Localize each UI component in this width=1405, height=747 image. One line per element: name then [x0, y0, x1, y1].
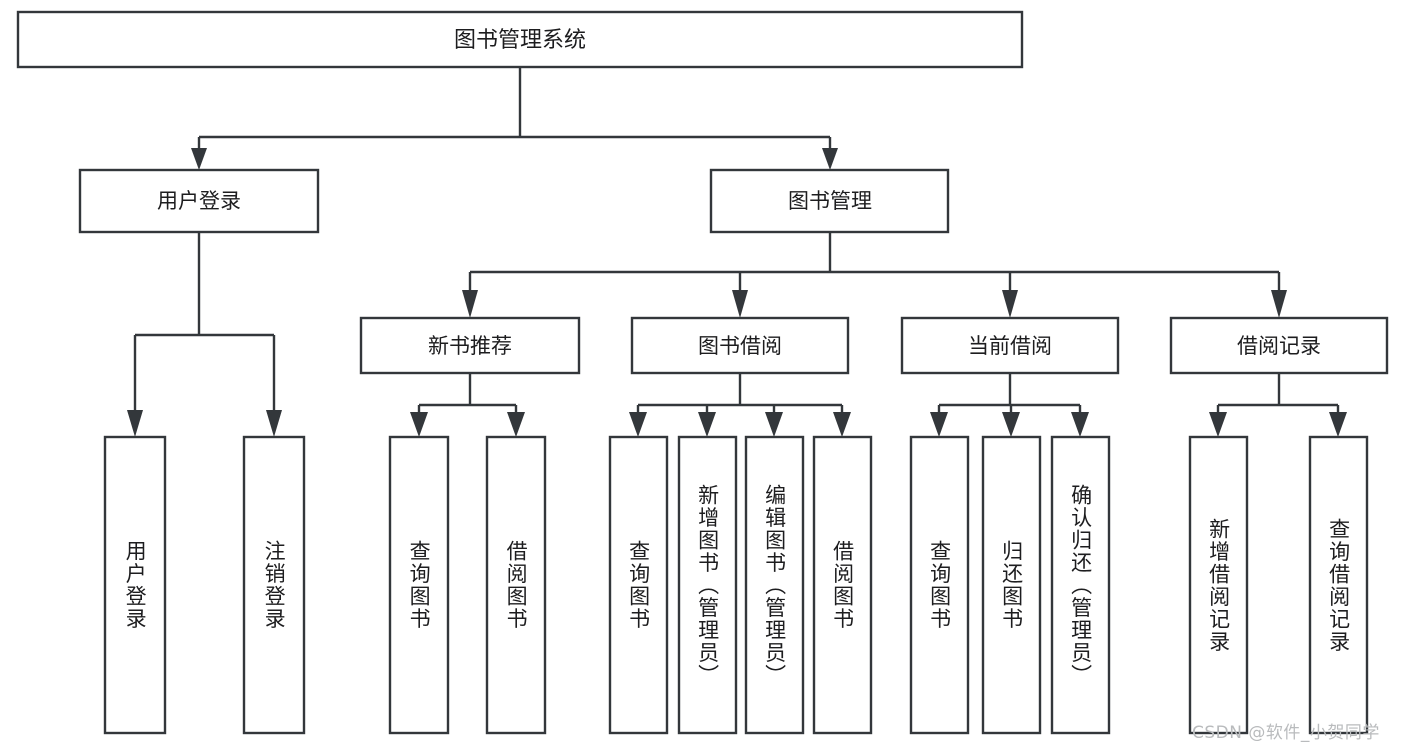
- node-user-login-box[interactable]: [78, 168, 320, 234]
- arrow-head-leaf-edit-book: [765, 412, 783, 437]
- node-book-management-label: 图书管理: [788, 189, 872, 213]
- node-current-borrow-label: 当前借阅: [968, 334, 1052, 358]
- node-root-label: 图书管理系统: [454, 28, 586, 53]
- arrow-head-leaf-query-book-2: [629, 412, 647, 437]
- arrow-head-new-book-rec: [462, 290, 478, 318]
- leaf-box-query-book-2[interactable]: [608, 435, 669, 735]
- leaf-box-add-book[interactable]: [677, 435, 738, 735]
- leaf-box-logout[interactable]: [242, 435, 306, 735]
- node-root-box[interactable]: [16, 10, 1024, 69]
- node-root[interactable]: 图书管理系统: [16, 10, 1024, 69]
- arrow-head-leaf-confirm-return: [1071, 412, 1089, 437]
- leaf-box-confirm-return[interactable]: [1050, 435, 1111, 735]
- node-book-borrow-box[interactable]: [630, 316, 850, 375]
- arrow-head-book-borrow: [732, 290, 748, 318]
- connector-layer: [127, 67, 1347, 437]
- leaf-box-query-book-3[interactable]: [909, 435, 970, 735]
- arrow-head-leaf-borrow-book-2: [833, 412, 851, 437]
- node-borrow-record[interactable]: 借阅记录: [1169, 316, 1389, 375]
- arrow-head-book-mgmt: [822, 148, 838, 170]
- node-book-management-box[interactable]: [709, 168, 950, 234]
- arrow-head-leaf-add-borrow-record: [1209, 412, 1227, 437]
- node-new-book-recommend[interactable]: 新书推荐: [359, 316, 581, 375]
- leaf-box-edit-book[interactable]: [744, 435, 805, 735]
- node-book-borrow-label: 图书借阅: [698, 334, 782, 358]
- node-user-login-label: 用户登录: [157, 189, 241, 213]
- leaf-box-query-borrow-record[interactable]: [1308, 435, 1369, 735]
- leaf-box-borrow-book-1[interactable]: [485, 435, 547, 735]
- node-book-borrow[interactable]: 图书借阅: [630, 316, 850, 375]
- arrow-head-leaf-logout: [266, 410, 282, 437]
- csdn-watermark: CSDN @软件_小贺同学: [1192, 723, 1380, 743]
- arrow-head-leaf-query-borrow-record: [1329, 412, 1347, 437]
- node-new-book-recommend-box[interactable]: [359, 316, 581, 375]
- arrow-head-borrow-record: [1271, 290, 1287, 318]
- node-user-login[interactable]: 用户登录: [78, 168, 320, 234]
- arrow-head-leaf-add-book: [698, 412, 716, 437]
- node-borrow-record-label: 借阅记录: [1237, 334, 1321, 358]
- leaf-box-return-book[interactable]: [981, 435, 1042, 735]
- arrow-head-leaf-query-book-1: [410, 412, 428, 437]
- leaf-box-add-borrow-record[interactable]: [1188, 435, 1249, 735]
- node-new-book-recommend-label: 新书推荐: [428, 334, 512, 358]
- arrow-head-user-login: [191, 148, 207, 170]
- node-borrow-record-box[interactable]: [1169, 316, 1389, 375]
- leaf-box-user-login[interactable]: [103, 435, 167, 735]
- node-current-borrow-box[interactable]: [900, 316, 1120, 375]
- leaf-box-borrow-book-2[interactable]: [812, 435, 873, 735]
- arrow-head-leaf-return-book: [1002, 412, 1020, 437]
- node-current-borrow[interactable]: 当前借阅: [900, 316, 1120, 375]
- arrow-head-leaf-user-login: [127, 410, 143, 437]
- arrow-head-leaf-borrow-book-1: [507, 412, 525, 437]
- node-book-management[interactable]: 图书管理: [709, 168, 950, 234]
- arrow-head-leaf-query-book-3: [930, 412, 948, 437]
- arrow-head-current-borrow: [1002, 290, 1018, 318]
- leaf-box-query-book-1[interactable]: [388, 435, 450, 735]
- leaf-layer: [103, 435, 1369, 735]
